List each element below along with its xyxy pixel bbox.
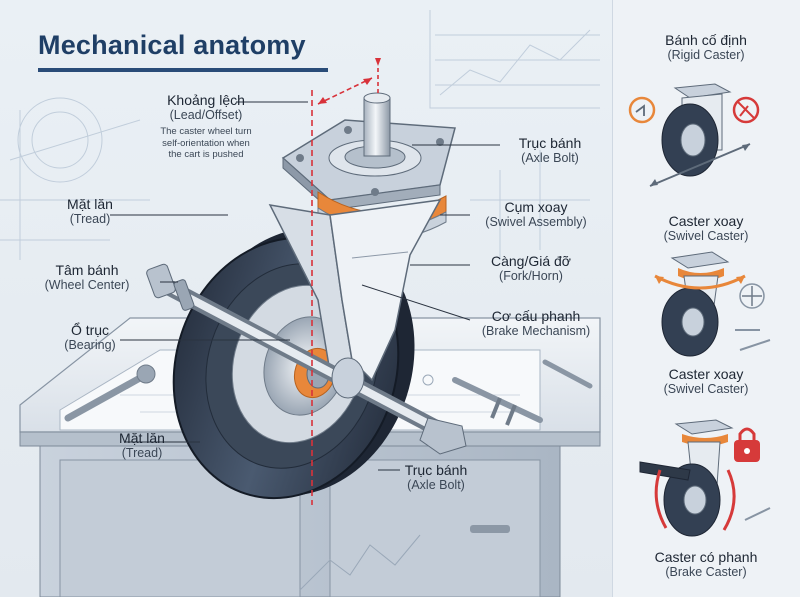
blueprint-background [0,10,600,260]
label-offset-en: (Lead/Offset) [169,108,243,123]
label-axle-top-vi: Trục bánh [518,135,582,151]
sidebar-item-brake-caster: Caster có phanh (Brake Caster) [612,549,800,579]
label-axle-bottom: Trục bánh (Axle Bolt) [386,462,486,492]
label-tread-bottom: Mặt lăn (Tread) [92,430,192,460]
label-wheel-center: Tâm bánh (Wheel Center) [22,262,152,292]
label-swivel: Cụm xoay (Swivel Assembly) [466,199,606,229]
rigid-caster-icon [628,83,760,187]
label-axle-top-en: (Axle Bolt) [521,151,579,166]
sidebar-item-label: Bánh cố định [665,32,747,48]
brake-caster-icon [639,419,771,537]
label-tread-top-vi: Mặt lăn [67,196,113,212]
label-tread-bottom-en: (Tread) [121,446,163,461]
fork [268,199,442,382]
label-axle-bottom-en: (Axle Bolt) [407,478,465,493]
page-title: Mechanical anatomy [38,30,306,60]
label-offset-vi: Khoảng lệch [167,92,245,108]
label-bearing-vi: Ổ trục [70,322,110,338]
offset-note-line-2: self-orientation when [162,137,250,149]
label-axle-top: Trục bánh (Axle Bolt) [500,135,600,165]
sidebar-item-sublabel: (Swivel Caster) [663,382,749,397]
mounting-plate [281,119,456,212]
label-wheel-center-en: (Wheel Center) [44,278,130,293]
title-underline [38,68,328,72]
label-offset: Khoảng lệch (Lead/Offset) The caster whe… [138,92,274,161]
offset-indicator [311,58,381,505]
label-axle-bottom-vi: Trục bánh [404,462,468,478]
sidebar-item-label: Caster xoay [668,366,744,382]
label-tread-top-en: (Tread) [69,212,111,227]
label-fork: Càng/Giá đỡ (Fork/Horn) [476,253,586,283]
offset-note-line-3: the cart is pushed [168,149,244,161]
sidebar-item-sublabel: (Rigid Caster) [667,48,745,63]
label-fork-en: (Fork/Horn) [499,269,563,284]
sidebar-item-swivel-caster-2: Caster xoay (Swivel Caster) [612,366,800,396]
axle-bolt [146,263,467,455]
label-bearing-en: (Bearing) [64,338,116,353]
label-wheel-center-vi: Tâm bánh [55,262,119,278]
label-bearing: Ổ trục (Bearing) [50,322,130,352]
sidebar-item-sublabel: (Brake Caster) [665,565,747,580]
sidebar-item-rigid-caster: Bánh cố định (Rigid Caster) [612,32,800,62]
label-tread-bottom-vi: Mặt lăn [119,430,165,446]
label-tread-top: Mặt lăn (Tread) [40,196,140,226]
label-brake: Cơ cấu phanh (Brake Mechanism) [466,308,606,338]
sidebar-item-swivel-caster: Caster xoay (Swivel Caster) [612,213,800,243]
label-brake-vi: Cơ cấu phanh [491,308,581,324]
sidebar-item-label: Caster có phanh [654,549,758,565]
sidebar-item-sublabel: (Swivel Caster) [663,229,749,244]
kingpin [363,92,391,157]
offset-note-line-1: The caster wheel turn [160,126,252,138]
label-swivel-vi: Cụm xoay [504,199,568,215]
label-fork-vi: Càng/Giá đỡ [490,253,571,269]
sidebar-item-label: Caster xoay [668,213,744,229]
label-swivel-en: (Swivel Assembly) [485,215,587,230]
swivel-caster-icon [654,251,771,357]
label-brake-en: (Brake Mechanism) [481,324,591,339]
leader-lines [110,101,500,471]
